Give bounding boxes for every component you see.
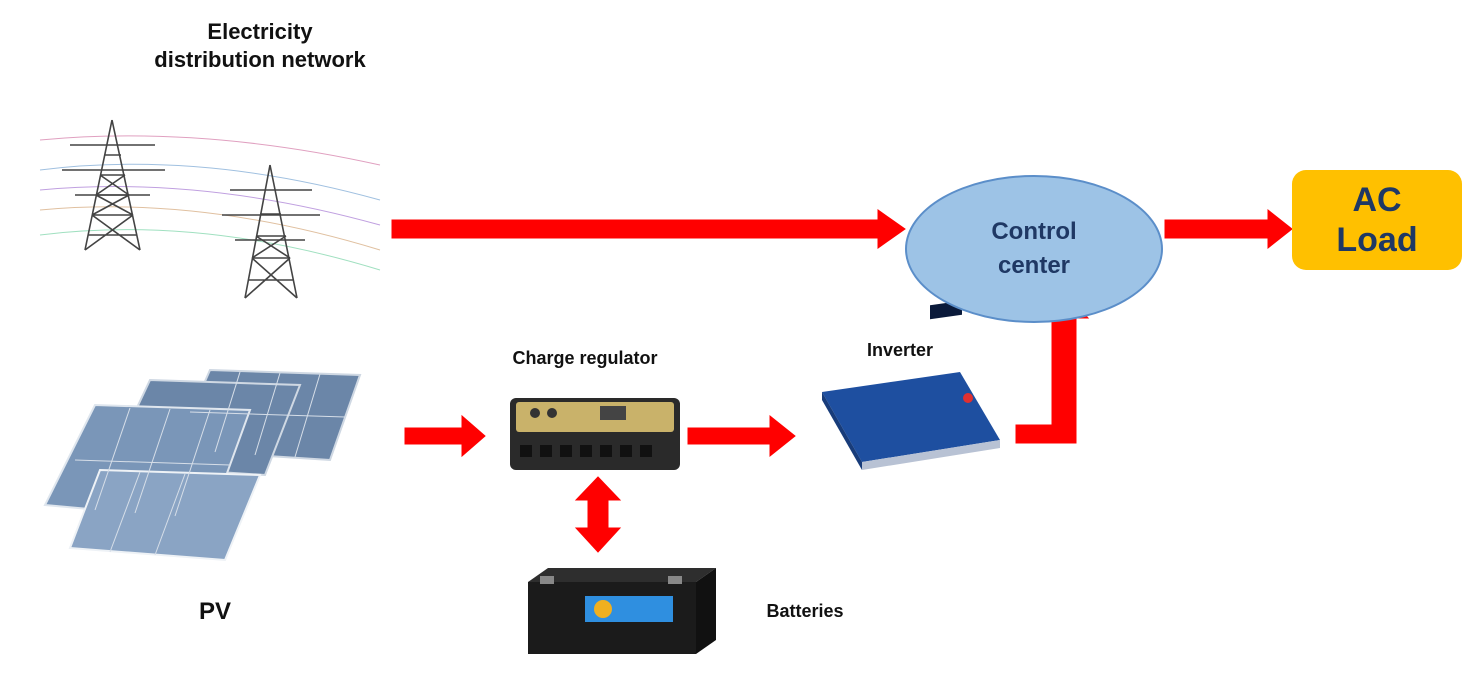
control-center-node: Control center xyxy=(905,175,1163,323)
grid-title-line2: distribution network xyxy=(154,47,366,72)
battery-image xyxy=(528,568,716,654)
grid-title-line1: Electricity xyxy=(207,19,313,44)
charge-regulator-label: Charge regulator xyxy=(512,348,658,368)
arrows xyxy=(391,208,1293,553)
pv-label: PV xyxy=(198,598,231,625)
control-center-line2: center xyxy=(997,252,1071,279)
inverter-image xyxy=(822,300,1000,470)
arrow-pv-to-regulator xyxy=(404,414,486,458)
arrow-grid-to-control xyxy=(391,209,906,249)
charge-regulator-image xyxy=(510,398,680,470)
arrow-control-to-load xyxy=(1164,208,1293,250)
arrow-regulator-to-inverter xyxy=(687,414,796,458)
transmission-towers-image xyxy=(39,119,381,299)
ac-load-line1: AC xyxy=(1352,181,1402,219)
batteries-label: Batteries xyxy=(766,601,844,621)
inverter-label: Inverter xyxy=(866,340,934,360)
solar-panels-image xyxy=(43,368,362,562)
arrow-regulator-battery xyxy=(574,476,622,553)
control-center-line1: Control xyxy=(991,218,1077,245)
ac-load-line2: Load xyxy=(1336,221,1418,259)
grid-title: Electricity distribution network xyxy=(110,18,410,74)
ac-load-node: AC Load xyxy=(1292,170,1462,270)
